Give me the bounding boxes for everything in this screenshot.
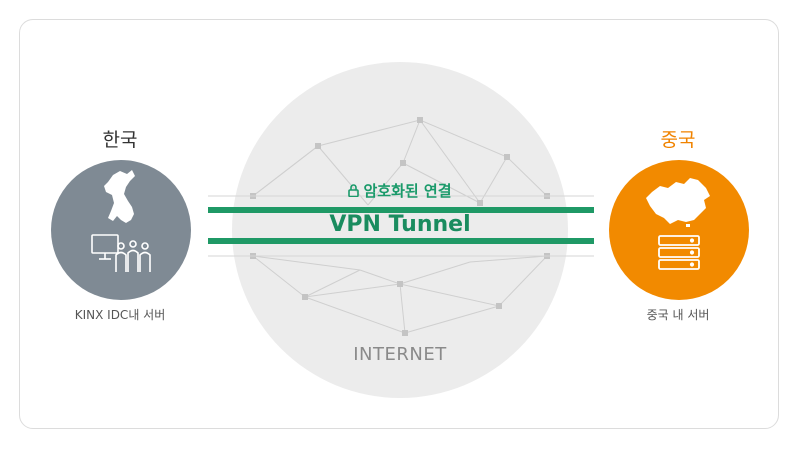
tunnel-bar-bottom	[208, 238, 594, 244]
china-server-circle	[609, 160, 749, 300]
lock-icon	[348, 184, 360, 197]
network-mesh	[252, 119, 548, 334]
china-caption: 중국 내 서버	[646, 308, 710, 322]
tunnel-bar-top	[208, 207, 594, 213]
korea-title: 한국	[102, 129, 138, 151]
monitor-users-icon	[91, 234, 151, 272]
korea-caption: KINX IDC내 서버	[74, 308, 166, 322]
encrypted-connection-text: 암호화된 연결	[363, 182, 452, 200]
vpn-tunnel-label: VPN Tunnel	[329, 212, 471, 237]
china-title: 중국	[660, 129, 696, 151]
internet-label: INTERNET	[353, 344, 447, 365]
korea-map-icon	[104, 170, 135, 223]
server-stack-icon	[658, 235, 700, 270]
encrypted-connection-label: 암호화된 연결	[300, 180, 500, 201]
korea-server-circle	[51, 160, 191, 300]
china-map-icon	[646, 178, 710, 227]
